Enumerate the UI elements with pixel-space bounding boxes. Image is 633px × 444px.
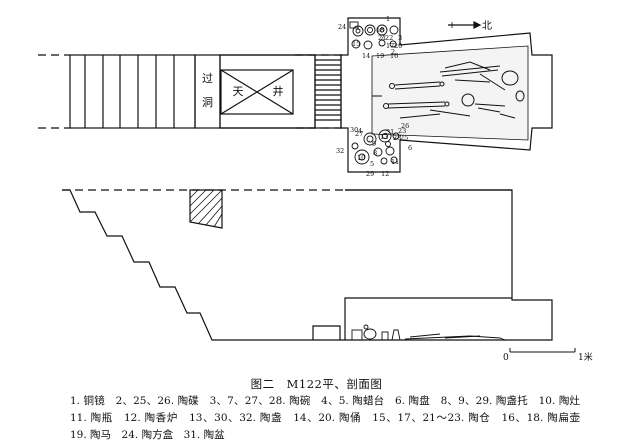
artifact-label: 23 <box>398 127 406 135</box>
artifact-number-labels: 24 1 2 3 4 5 6 7 8 9 10 11 12 13 14 15 1… <box>336 15 412 178</box>
artifact-label: 15 <box>352 40 360 48</box>
section-artifacts <box>351 324 506 341</box>
scale-unit-label: 1米 <box>578 351 593 363</box>
grave-goods-north-cluster <box>349 21 399 50</box>
artifact-label: 24 <box>338 23 346 31</box>
grave-goods-south-cluster <box>351 129 400 165</box>
artifact-label: 18 <box>376 26 384 34</box>
artifact-label: 11 <box>391 158 399 166</box>
section-hatched-fill <box>189 189 223 229</box>
artifact-label: 27 <box>355 130 363 138</box>
artifact-label: 9 <box>372 140 376 148</box>
label-north: 北 <box>482 20 492 32</box>
north-arrow <box>448 21 482 29</box>
artifact-label: 3 <box>398 34 402 42</box>
artifact-label: 14 <box>362 52 370 60</box>
artifact-label: 10 <box>357 154 365 162</box>
artifact-label: 30 <box>350 126 358 134</box>
artifact-label: 20 <box>394 42 402 50</box>
label-guo: 过 <box>202 72 213 85</box>
artifact-label: 5 <box>370 160 374 168</box>
artifact-label: 4 <box>358 127 362 135</box>
artifact-label: 19 <box>376 52 384 60</box>
label-dong: 洞 <box>202 96 213 109</box>
artifact-label: 2 <box>391 48 395 56</box>
tunnel-guodong <box>194 54 221 129</box>
artifact-label: 8 <box>373 149 377 157</box>
scale-zero-label: 0 <box>503 353 509 363</box>
section-stepped-ramp <box>62 189 553 341</box>
tomb-plan-and-section-drawing: 过 洞 天 井 北 24 1 2 3 4 5 6 7 8 9 10 11 12 … <box>38 15 593 363</box>
artifact-label: 22 <box>385 34 393 42</box>
scale-bar <box>509 348 576 353</box>
figure-title: 图二 M122平、剖面图 <box>250 377 383 391</box>
artifact-label: 13 <box>380 133 388 141</box>
ramp-passage <box>69 54 196 129</box>
artifact-label: 17 <box>386 42 394 50</box>
figure-legend: 1. 铜镜 2、25、26. 陶碟 3、7、27、28. 陶碗 4、5. 陶蜡台… <box>70 393 591 444</box>
artifact-label: 25 <box>400 134 408 142</box>
figure-legend-text: 1. 铜镜 2、25、26. 陶碟 3、7、27、28. 陶碗 4、5. 陶蜡台… <box>70 395 591 441</box>
artifact-label: 28 <box>393 134 401 142</box>
label-jing: 井 <box>273 84 284 98</box>
section-view <box>62 189 553 341</box>
artifact-label: 26 <box>401 122 409 130</box>
artifact-label: 31 <box>386 128 394 136</box>
artifact-label: 29 <box>366 170 374 178</box>
label-tian: 天 <box>233 85 244 98</box>
artifact-label: 12 <box>381 170 389 178</box>
plan-labels: 过 洞 天 井 北 24 1 2 3 4 5 6 7 8 9 10 11 12 … <box>202 15 492 178</box>
artifact-label: 16 <box>390 52 398 60</box>
artifact-label: 21 <box>378 34 386 42</box>
section-chamber <box>344 297 512 340</box>
plan-view <box>38 17 553 173</box>
artifact-label: 32 <box>336 147 344 155</box>
stair-block <box>314 54 342 129</box>
artifact-label: 1 <box>386 15 390 23</box>
artifact-label: 6 <box>408 144 412 152</box>
artifact-label: 7 <box>380 34 384 42</box>
skeleton-remains <box>372 61 525 119</box>
